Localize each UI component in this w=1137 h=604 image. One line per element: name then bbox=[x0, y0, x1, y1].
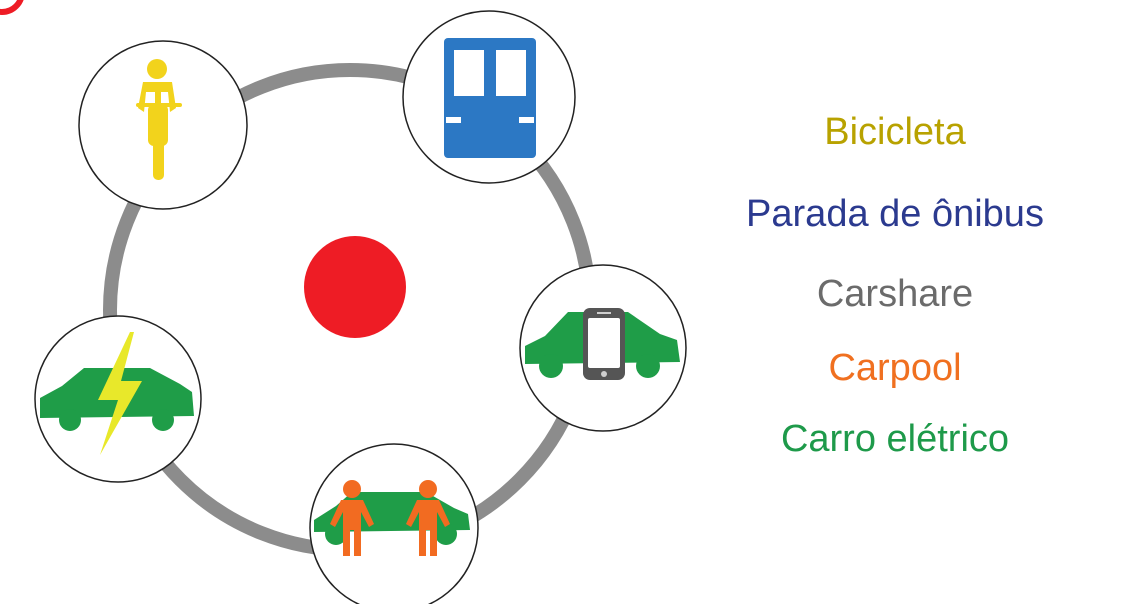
legend-label-carpool: Carpool bbox=[828, 347, 962, 389]
legend-label-bike: Bicicleta bbox=[824, 111, 966, 153]
node-carshare bbox=[519, 264, 687, 432]
node-carpool bbox=[309, 443, 479, 604]
legend-label-bus-stop: Parada de ônibus bbox=[746, 193, 1044, 235]
electric-car-icon bbox=[40, 332, 194, 455]
bicycle-rider-icon bbox=[136, 59, 182, 180]
car-with-phone-icon bbox=[525, 308, 680, 380]
car-with-two-people-icon bbox=[314, 480, 470, 556]
node-bus bbox=[402, 10, 576, 184]
corner-red-badge bbox=[0, 0, 24, 15]
legend-label-carshare: Carshare bbox=[816, 273, 974, 315]
bus-icon bbox=[444, 38, 536, 161]
node-electric bbox=[34, 315, 202, 483]
node-bike bbox=[78, 40, 248, 210]
center-dot bbox=[304, 236, 406, 338]
legend-label-electric-car: Carro elétrico bbox=[780, 418, 1010, 460]
